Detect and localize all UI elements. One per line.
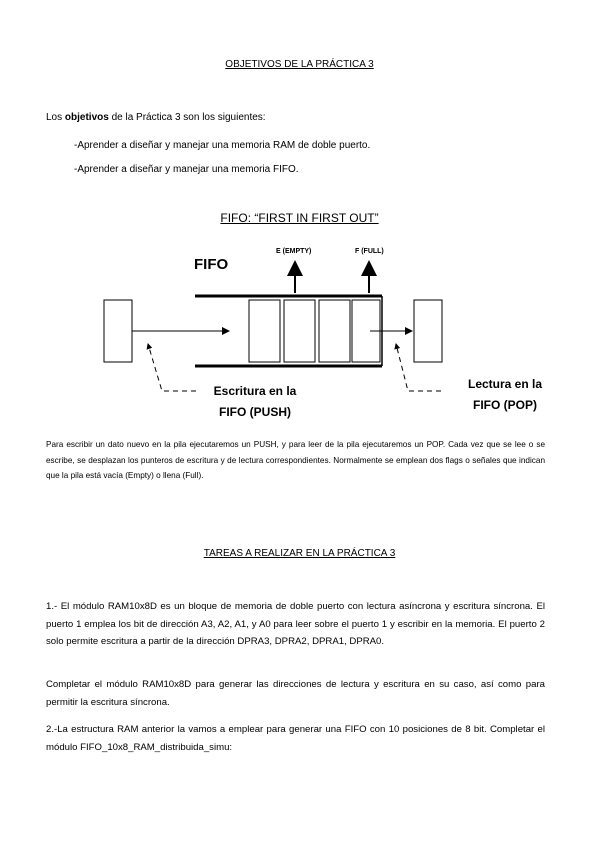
push-label: Escritura en la FIFO (PUSH) [190, 381, 320, 423]
pop-label-line2: FIFO (POP) [473, 398, 537, 412]
full-flag-label: F (FULL) [355, 248, 384, 255]
push-source-box [103, 299, 133, 363]
fifo-cell-3 [318, 299, 351, 363]
intro-text: Los objetivos de la Práctica 3 son los s… [46, 110, 546, 126]
intro-bold: objetivos [64, 112, 109, 123]
tasks-heading: TAREAS A REALIZAR EN LA PRÁCTICA 3 [203, 548, 396, 559]
fifo-diagram [103, 260, 443, 392]
task-2: 2.-La estructura RAM anterior la vamos a… [46, 724, 545, 753]
task-1: 1.- El módulo RAM10x8D es un bloque de m… [46, 601, 545, 647]
pop-label-line1: Lectura en la [467, 377, 543, 391]
objective-item-2: -Aprender a diseñar y manejar una memori… [74, 164, 299, 175]
objective-item-1: -Aprender a diseñar y manejar una memori… [74, 140, 371, 151]
push-pointer-line [146, 343, 196, 392]
push-label-line1: Escritura en la [213, 384, 297, 398]
intro-suffix: de la Práctica 3 son los siguientes: [108, 112, 266, 123]
diagram-title: FIFO [194, 256, 229, 273]
fifo-cell-1 [248, 299, 281, 363]
pop-pointer-line [394, 343, 441, 392]
push-label-line2: FIFO (PUSH) [219, 405, 291, 419]
empty-flag-label: E (EMPTY) [276, 248, 312, 255]
fifo-cell-2 [283, 299, 316, 363]
objectives-heading: OBJETIVOS DE LA PRÁCTICA 3 [225, 59, 374, 70]
intro-prefix: Los [46, 112, 65, 123]
task-1-complete: Completar el módulo RAM10x8D para genera… [46, 679, 545, 708]
fifo-description: Para escribir un dato nuevo en la pila e… [46, 440, 545, 480]
pop-sink-box [413, 299, 443, 363]
fifo-heading: FIFO: “FIRST IN FIRST OUT” [220, 211, 379, 225]
pop-label: Lectura en la FIFO (POP) [440, 374, 570, 416]
